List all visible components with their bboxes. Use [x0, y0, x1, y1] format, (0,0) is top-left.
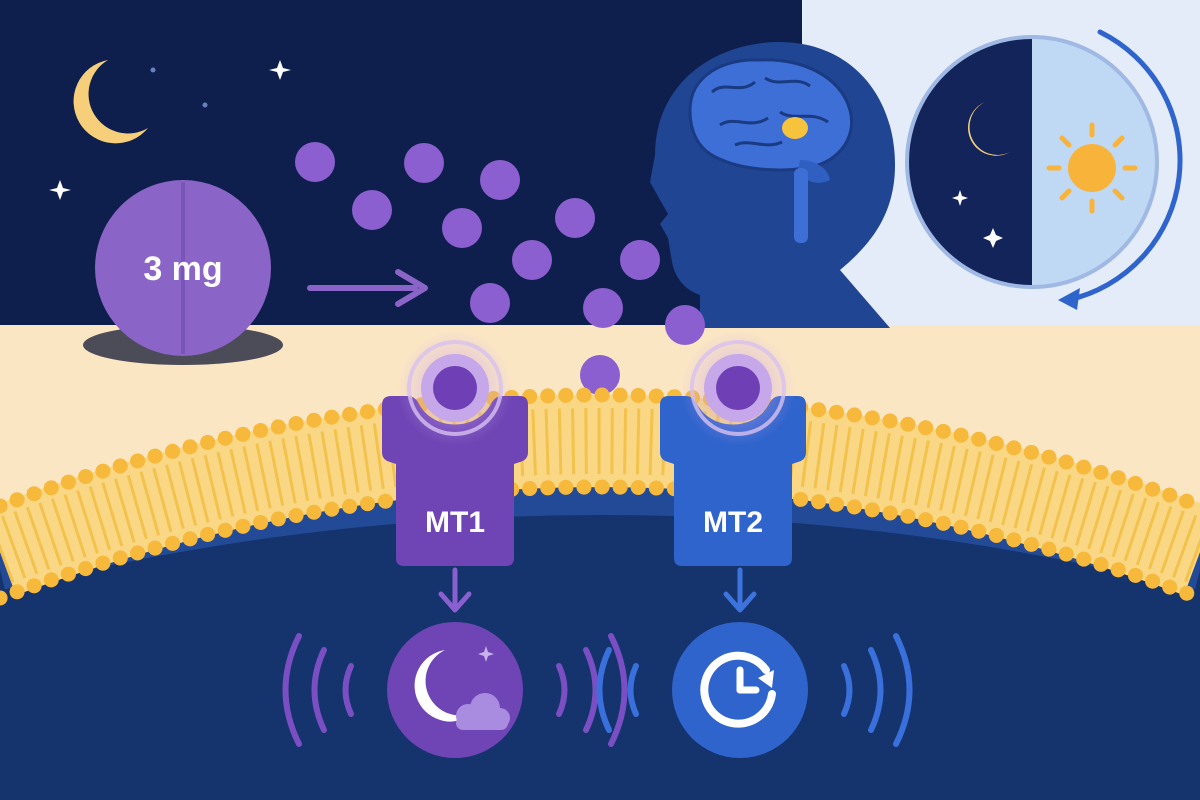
mt2-signal-arrow-icon: [723, 567, 757, 613]
pill-dose-label: 3 mg: [143, 250, 222, 288]
sleep-moon-icon: [414, 650, 475, 722]
melatonin-molecule: [295, 142, 335, 182]
pineal-gland-icon: [782, 117, 808, 139]
melatonin-molecule: [470, 283, 510, 323]
mt1-bound-melatonin: [397, 330, 513, 446]
sleep-effect-icon: [387, 622, 523, 758]
star-icon: [49, 60, 291, 200]
melatonin-molecule: [580, 355, 620, 395]
melatonin-molecule: [480, 160, 520, 200]
melatonin-molecule: [665, 305, 705, 345]
mt1-receptor: MT1: [382, 396, 528, 566]
melatonin-molecule: [404, 143, 444, 183]
melatonin-pill: 3 mg: [83, 180, 283, 365]
release-arrow-icon: [307, 269, 428, 307]
mt2-bound-melatonin: [680, 330, 796, 446]
melatonin-molecule: [583, 288, 623, 328]
mt1-signal-arrow-icon: [438, 567, 472, 613]
membrane-outer-heads: [0, 387, 1200, 514]
mt2-signal-waves-icon: [596, 633, 913, 747]
circadian-effect-icon: [672, 622, 808, 758]
sun-icon: [1046, 122, 1138, 214]
melatonin-molecule: [555, 198, 595, 238]
cloud-icon: [456, 693, 510, 730]
mt1-signal-waves-icon: [282, 633, 628, 747]
circadian-cycle-arrow-icon: [1058, 29, 1183, 310]
melatonin-molecule: [512, 240, 552, 280]
mt2-label: MT2: [703, 506, 763, 539]
melatonin-molecule: [442, 208, 482, 248]
melatonin-molecule: [620, 240, 660, 280]
small-star-icon: [150, 67, 208, 108]
membrane-lipid-tail-stripes: [0, 408, 1200, 583]
clock-icon: [700, 651, 776, 728]
melatonin-molecules: [295, 142, 705, 395]
mt2-receptor: MT2: [660, 396, 806, 566]
membrane-inner-heads: [0, 479, 1200, 606]
crescent-moon-icon: [73, 60, 148, 144]
mt1-label: MT1: [425, 506, 485, 539]
melatonin-molecule: [352, 190, 392, 230]
brain-icon: [688, 58, 853, 243]
